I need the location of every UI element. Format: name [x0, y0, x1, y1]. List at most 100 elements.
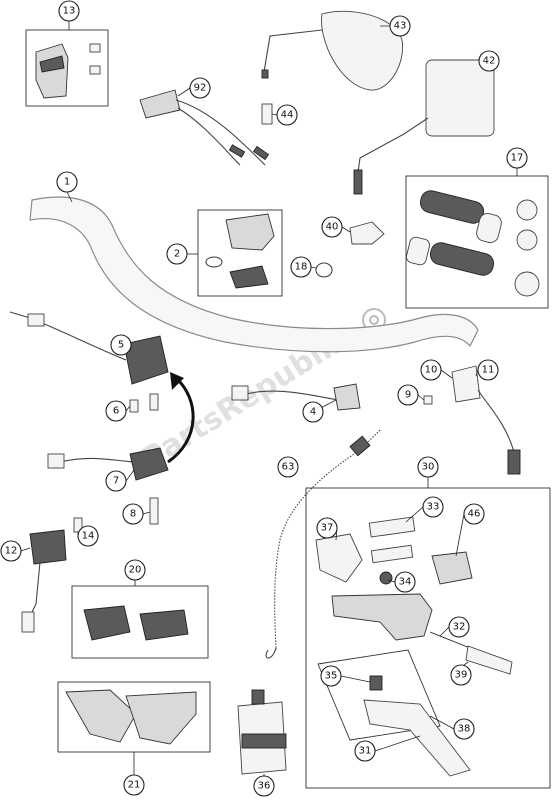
mirror-nut-part	[261, 103, 273, 125]
callout-40: 40	[321, 216, 343, 238]
throttle-cam-2	[516, 229, 538, 251]
svg-text:11: 11	[482, 365, 495, 376]
clutch-lever-part	[363, 699, 471, 777]
grip-lower	[429, 242, 495, 276]
handguard-left	[65, 689, 137, 743]
svg-text:21: 21	[128, 780, 141, 791]
switch-5-part	[123, 335, 169, 385]
screw-6b	[149, 393, 159, 411]
screw-9	[423, 395, 433, 405]
callout-13: 13	[58, 0, 80, 22]
callout-34: 34	[394, 571, 416, 593]
throttle-cable-housing	[139, 89, 181, 119]
cable-end-a	[228, 144, 246, 158]
throttle-cable-1	[175, 99, 266, 166]
svg-text:36: 36	[258, 781, 271, 792]
callout-2: 2	[166, 243, 188, 265]
screw-8	[149, 497, 159, 525]
callout-63: 63	[277, 456, 299, 478]
callout-44: 44	[276, 104, 298, 126]
svg-text:1: 1	[64, 177, 70, 188]
cable-tie-2	[205, 256, 223, 268]
sensor-bracket-part	[451, 365, 481, 403]
switch-12-wire	[27, 561, 41, 621]
callout-4: 4	[302, 401, 324, 423]
assembly-arrow-head	[170, 372, 184, 390]
callout-20: 20	[124, 559, 146, 581]
mirror-left-stem	[263, 29, 323, 73]
svg-text:63: 63	[282, 462, 295, 473]
switch-4-part	[333, 383, 361, 411]
svg-text:12: 12	[5, 546, 18, 557]
grip-upper	[419, 190, 485, 224]
callout-5: 5	[110, 334, 132, 356]
clutch-cable	[274, 429, 381, 651]
master-cylinder-body	[331, 593, 433, 641]
throttle-housing-part	[35, 43, 69, 99]
frame-part-17	[405, 175, 549, 309]
screw-13b	[89, 65, 101, 75]
callout-6: 6	[105, 400, 127, 422]
assembly-arrow	[167, 376, 195, 464]
handguard-right	[125, 691, 197, 745]
svg-text:30: 30	[422, 462, 435, 473]
svg-text:8: 8	[130, 509, 136, 520]
callout-11: 11	[477, 359, 499, 381]
svg-text:43: 43	[394, 21, 407, 32]
callout-30: 30	[417, 456, 439, 478]
throttle-cam-3	[514, 271, 540, 297]
brake-fluid-cap	[251, 689, 265, 705]
callout-46: 46	[463, 503, 485, 525]
callout-35: 35	[320, 665, 342, 687]
svg-text:40: 40	[326, 222, 339, 233]
callout-36: 36	[253, 775, 275, 797]
diaphragm-part	[370, 544, 414, 564]
callout-12: 12	[0, 540, 22, 562]
svg-text:4: 4	[310, 407, 316, 418]
callout-14: 14	[77, 525, 99, 547]
switch-5-wire	[9, 311, 127, 361]
mirror-right-thread	[353, 169, 363, 195]
mirror-right-stem	[357, 117, 429, 173]
clamp-40-part	[349, 221, 385, 245]
throttle-cam-1	[516, 199, 538, 221]
callout-7: 7	[105, 470, 127, 492]
sensor-connector	[507, 449, 521, 475]
callout-38: 38	[453, 718, 475, 740]
svg-text:7: 7	[113, 476, 119, 487]
mirror-left-thread	[261, 69, 269, 79]
clamp-20-right	[139, 609, 189, 641]
svg-text:32: 32	[453, 622, 466, 633]
svg-text:10: 10	[425, 365, 438, 376]
callout-18: 18	[290, 256, 312, 278]
svg-text:31: 31	[359, 746, 372, 757]
svg-text:14: 14	[82, 531, 95, 542]
mirror-right	[425, 59, 495, 137]
switch-5-connector	[27, 313, 45, 327]
svg-text:33: 33	[427, 502, 440, 513]
callout-32: 32	[448, 616, 470, 638]
spring-32-part	[429, 631, 471, 649]
switch-7-connector	[47, 453, 65, 469]
svg-text:2: 2	[174, 249, 180, 260]
frame-part-20	[71, 585, 209, 659]
clutch-cable-end	[265, 647, 277, 659]
switch-4-wire	[239, 390, 339, 401]
switch-7-part	[129, 447, 169, 481]
svg-text:38: 38	[458, 724, 471, 735]
svg-text:6: 6	[113, 406, 119, 417]
sensor-wire	[477, 389, 515, 453]
screw-6a	[129, 399, 139, 413]
callout-21: 21	[123, 774, 145, 796]
grip-lower-end	[405, 236, 431, 266]
svg-text:34: 34	[399, 577, 412, 588]
svg-text:5: 5	[118, 340, 124, 351]
svg-text:13: 13	[63, 6, 76, 17]
cable-end-b	[252, 145, 270, 161]
clamp-46-part	[431, 551, 473, 585]
screw-13a	[89, 43, 101, 53]
callout-10: 10	[420, 359, 442, 381]
subframe-lever	[317, 649, 441, 741]
callout-43: 43	[389, 15, 411, 37]
